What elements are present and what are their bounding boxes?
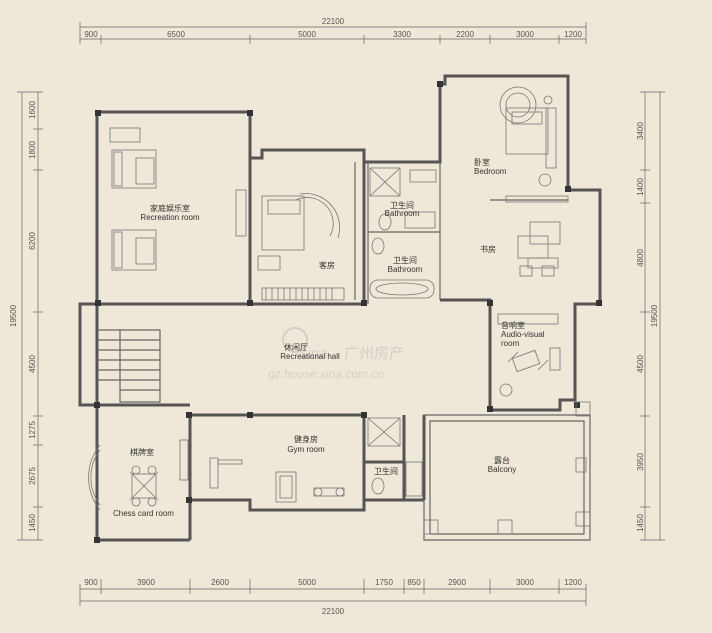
room-label-hall-en: Recreational hall xyxy=(280,352,340,361)
dim-bottom-seg: 3000 xyxy=(516,578,534,587)
guest-room-furniture xyxy=(257,193,345,301)
room-label-bath1-en: Bathroom xyxy=(385,209,420,218)
room-label-bedroom-cn: 卧室 xyxy=(474,157,490,167)
dim-top-seg: 3300 xyxy=(393,30,411,39)
room-label-audio-cn: 音响室 xyxy=(501,320,525,330)
balcony-planters xyxy=(423,401,591,535)
room-label-chess-en: Chess card room xyxy=(113,509,174,518)
dim-left-seg: 6200 xyxy=(28,232,37,250)
dim-top-seg: 900 xyxy=(84,30,98,39)
dim-left-seg: 1450 xyxy=(28,514,37,532)
dim-bottom-seg: 3900 xyxy=(137,578,155,587)
chess-room-furniture xyxy=(88,439,189,511)
room-label-gym-en: Gym room xyxy=(287,445,325,454)
room-label-recreation-en: Recreation room xyxy=(140,213,199,222)
dim-bottom-seg: 2600 xyxy=(211,578,229,587)
dim-bottom-seg: 1200 xyxy=(564,578,582,587)
dim-left-total: 19500 xyxy=(9,304,18,327)
dim-bottom-seg: 900 xyxy=(84,578,98,587)
room-label-hall-cn: 休闲厅 xyxy=(284,342,308,352)
room-label-bath1-cn: 卫生间 xyxy=(390,200,414,210)
dim-top-seg: 1200 xyxy=(564,30,582,39)
dim-right-seg: 1450 xyxy=(636,514,645,532)
dim-top-seg: 6500 xyxy=(167,30,185,39)
dim-left-seg: 4500 xyxy=(28,355,37,373)
watermark-url: gz.house.sina.com.cn xyxy=(268,367,384,381)
audio-room-furniture xyxy=(497,313,561,397)
dim-left-seg: 1800 xyxy=(28,141,37,159)
bath3-fixtures xyxy=(367,417,423,497)
dim-right-total: 19500 xyxy=(650,304,659,327)
room-label-guest-cn: 客房 xyxy=(319,260,335,270)
dim-left-seg: 1600 xyxy=(28,101,37,119)
dim-right-seg: 1400 xyxy=(636,178,645,196)
watermark-brand: sina xyxy=(300,345,328,362)
dim-right-seg: 3400 xyxy=(636,122,645,140)
bedroom-furniture xyxy=(499,86,557,187)
room-label-bedroom-en: Bedroom xyxy=(474,167,507,176)
room-label-bath3-cn: 卫生间 xyxy=(374,466,398,476)
room-label-gym-cn: 健身房 xyxy=(294,434,318,444)
dim-right-seg: 4800 xyxy=(636,249,645,267)
dim-bottom-seg: 5000 xyxy=(298,578,316,587)
recreation-furniture xyxy=(109,127,247,271)
room-label-bath2-en: Bathroom xyxy=(388,265,423,274)
watermark: sina 广州房产 gz.house.sina.com.cn xyxy=(268,327,404,381)
room-label-recreation-cn: 家庭娱乐室 xyxy=(150,203,190,213)
columns xyxy=(94,81,602,543)
dim-top-seg: 3000 xyxy=(516,30,534,39)
bathroom-fixtures xyxy=(369,167,437,299)
dim-top-seg: 5000 xyxy=(298,30,316,39)
dim-bottom-seg: 1750 xyxy=(375,578,393,587)
room-label-balcony-en: Balcony xyxy=(488,465,516,474)
dim-right-seg: 4500 xyxy=(636,355,645,373)
room-label-balcony-cn: 露台 xyxy=(494,455,510,465)
room-label-study-cn: 书房 xyxy=(480,244,496,254)
dim-top-seg: 2200 xyxy=(456,30,474,39)
dim-bottom-seg: 850 xyxy=(407,578,421,587)
watermark-cn: 广州房产 xyxy=(344,344,404,362)
dim-bottom-total: 22100 xyxy=(322,607,345,616)
dim-left-seg: 2675 xyxy=(28,467,37,485)
room-label-bath2-cn: 卫生间 xyxy=(393,255,417,265)
dim-top-total: 22100 xyxy=(322,17,345,26)
dimensions-left xyxy=(17,91,43,541)
dim-left-seg: 1275 xyxy=(28,421,37,439)
room-label-audio-en2: room xyxy=(501,339,520,348)
dimensions-top xyxy=(79,22,587,44)
room-label-audio-en1: Audio-visual xyxy=(501,330,545,339)
dimensions-bottom xyxy=(79,579,587,606)
dim-bottom-seg: 2900 xyxy=(448,578,466,587)
room-label-chess-cn: 棋牌室 xyxy=(130,447,154,457)
exterior-walls xyxy=(78,74,602,542)
gym-equipment xyxy=(209,457,345,503)
dimensions-right xyxy=(640,91,665,541)
dim-right-seg: 3950 xyxy=(636,453,645,471)
study-furniture xyxy=(505,195,569,277)
